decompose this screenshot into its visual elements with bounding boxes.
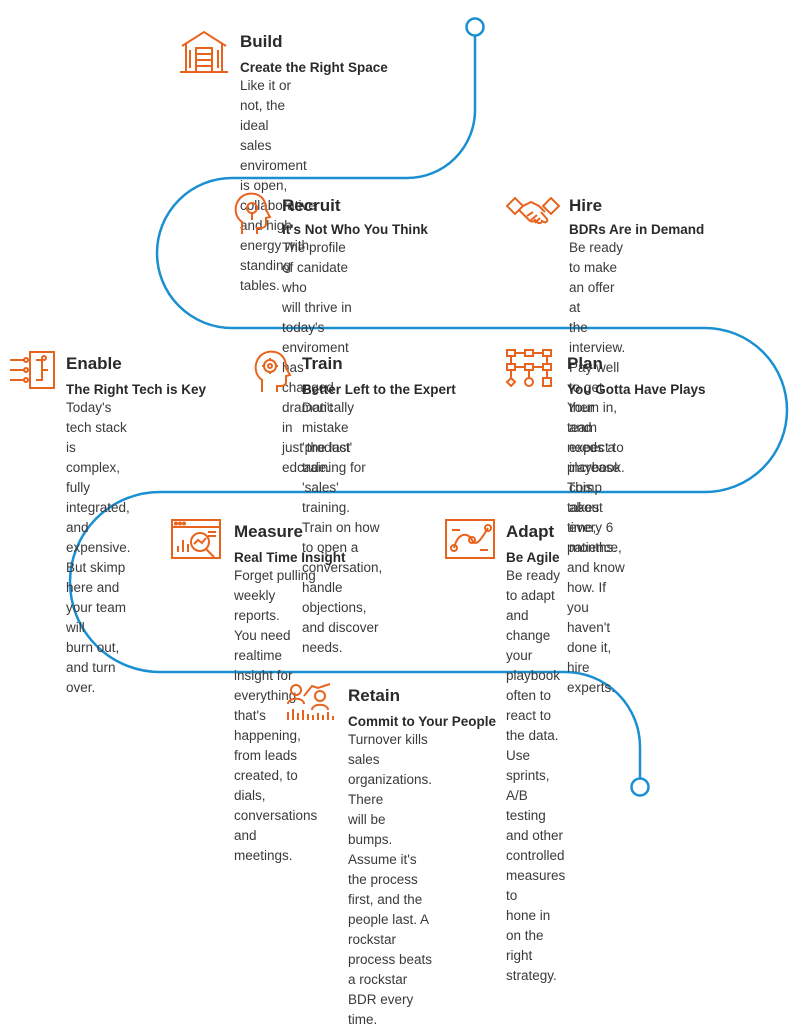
- path-end-marker: [630, 777, 650, 797]
- circuit-chip-icon: [8, 350, 56, 390]
- brain-gear-icon: [252, 348, 294, 394]
- winding-path: [68, 17, 789, 797]
- step-description: Be ready to adapt and change your playbo…: [506, 568, 566, 983]
- step-title: Retain: [348, 686, 400, 705]
- step-subtitle: You Gotta Have Plays: [567, 382, 706, 397]
- step-title: Build: [240, 32, 283, 51]
- step-subtitle: It's Not Who You Think: [282, 222, 428, 237]
- adapt-chart-icon: [444, 518, 496, 560]
- handshake-icon: [505, 192, 561, 236]
- step-subtitle: Be Agile: [506, 550, 560, 565]
- step-title: Train: [302, 354, 343, 373]
- step-title: Measure: [234, 522, 303, 541]
- step-title: Adapt: [506, 522, 555, 541]
- step-subtitle: Real Time Insight: [234, 550, 346, 565]
- step-description: Forget pulling weekly reports. You need …: [234, 568, 318, 863]
- path-line: [68, 34, 789, 780]
- step-subtitle: BDRs Are in Demand: [569, 222, 705, 237]
- step-subtitle: Create the Right Space: [240, 60, 388, 75]
- step-description: Your team needs a playbook. This takes t…: [567, 400, 625, 695]
- step-title: Hire: [569, 196, 603, 215]
- path-start-marker: [465, 17, 485, 37]
- step-description: Turnover kills sales organizations. Ther…: [348, 732, 433, 1027]
- step-description: Today's tech stack is complex, fully int…: [66, 400, 131, 695]
- analytics-dashboard-icon: [170, 518, 222, 566]
- step-description: Don't mistake 'product' training for 'sa…: [302, 400, 383, 655]
- step-subtitle: Better Left to the Expert: [302, 382, 456, 397]
- head-profile-icon: [232, 190, 272, 236]
- step-subtitle: The Right Tech is Key: [66, 382, 207, 397]
- step-title: Recruit: [282, 196, 341, 215]
- people-chart-icon: [284, 682, 338, 722]
- step-subtitle: Commit to Your People: [348, 714, 497, 729]
- step-title: Enable: [66, 354, 122, 373]
- flowchart-icon: [505, 348, 553, 390]
- step-description: Be ready to make an offer at the intervi…: [569, 240, 626, 555]
- step-title: Plan: [567, 354, 603, 373]
- building-icon: [178, 28, 230, 76]
